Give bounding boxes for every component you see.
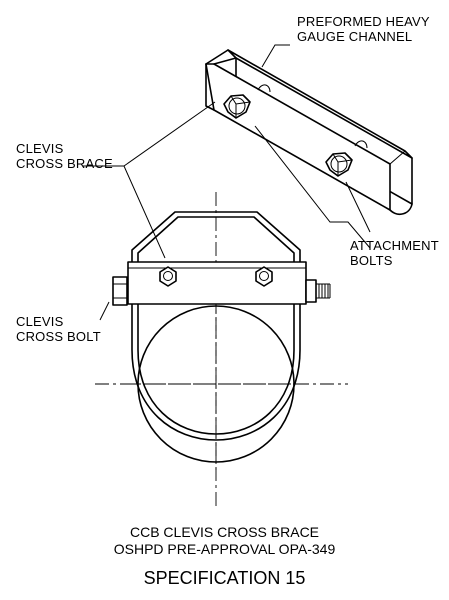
- attachment-bolt-1: [223, 94, 251, 119]
- cross-bolt-label: CLEVIS CROSS BOLT: [16, 314, 101, 344]
- cross-brace-label: CLEVIS CROSS BRACE: [16, 141, 113, 171]
- leader-cross-bolt: [99, 301, 110, 321]
- clevis-cross-bolt: [112, 276, 331, 306]
- leader-bolts-2: [345, 181, 371, 233]
- brace-bolt-left: [159, 266, 177, 287]
- leader-brace-to-plate: [83, 165, 166, 259]
- channel-label: PREFORMED HEAVY GAUGE CHANNEL: [297, 14, 430, 44]
- leader-bolts-1: [254, 125, 371, 249]
- leader-brace-to-channel: [123, 101, 216, 167]
- leader-channel: [261, 44, 290, 68]
- caption-approval: OSHPD PRE-APPROVAL OPA-349: [113, 541, 336, 557]
- caption-specification: SPECIFICATION 15: [143, 568, 306, 588]
- clevis-hanger: [131, 211, 301, 441]
- preformed-channel: [205, 49, 413, 216]
- caption-title: CCB CLEVIS CROSS BRACE: [129, 524, 320, 540]
- brace-bolt-right: [255, 266, 273, 287]
- attachment-bolt-2: [325, 152, 353, 177]
- cross-brace-plate: [127, 261, 307, 305]
- attachment-bolts-label: ATTACHMENT BOLTS: [350, 238, 439, 268]
